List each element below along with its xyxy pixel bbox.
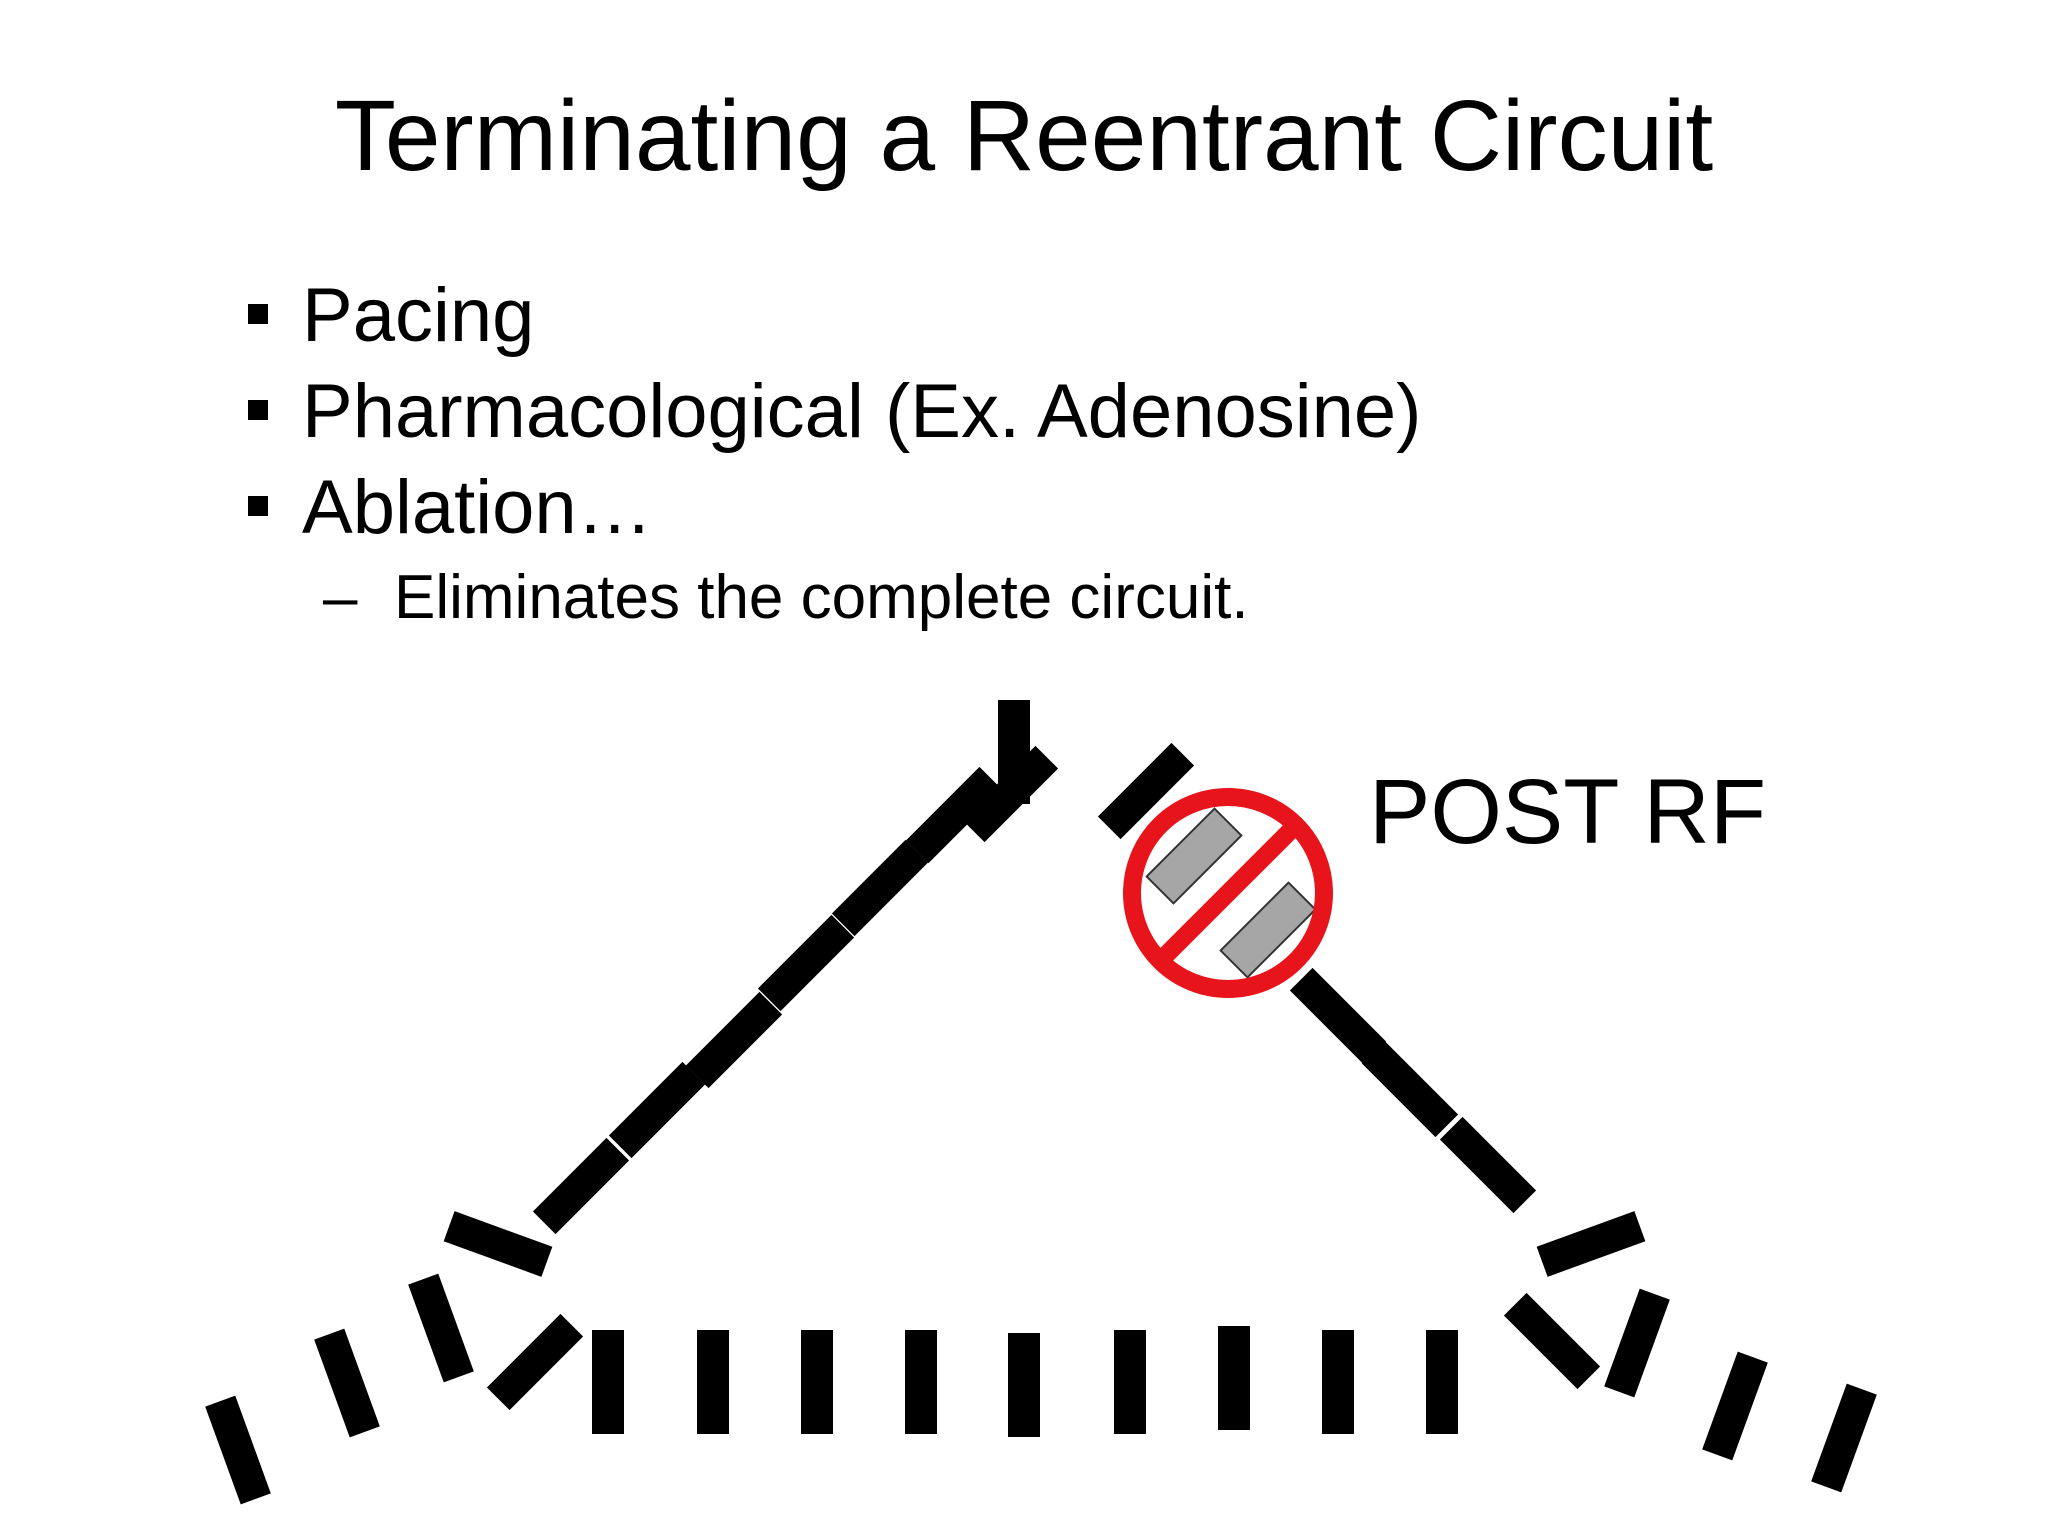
- prohibition-ring: [1123, 788, 1333, 998]
- sub-bullet-item: – Eliminates the complete circuit.: [240, 556, 1421, 640]
- circuit-segment: [1439, 1116, 1537, 1214]
- sub-bullet-label: Eliminates the complete circuit.: [394, 563, 1249, 632]
- circuit-segment: [1426, 1330, 1458, 1434]
- circuit-segment: [408, 1273, 474, 1383]
- circuit-segment: [905, 1330, 937, 1434]
- slide-title: Terminating a Reentrant Circuit: [334, 80, 1714, 192]
- ablated-segment: [1145, 807, 1243, 905]
- circuit-segment: [532, 1137, 630, 1235]
- circuit-segment: [905, 766, 1003, 864]
- circuit-segment: [608, 1061, 706, 1159]
- circuit-segment: [1536, 1211, 1646, 1277]
- circuit-segment: [801, 1330, 833, 1434]
- circuit-segment: [314, 1328, 380, 1438]
- circuit-segment: [1811, 1383, 1877, 1493]
- circuit-segment: [1503, 1292, 1601, 1390]
- circuit-segment: [961, 745, 1059, 843]
- circuit-segment: [1008, 1333, 1040, 1437]
- post-rf-annotation: POST RF: [1369, 761, 1766, 863]
- square-bullet-icon: [248, 304, 268, 324]
- circuit-segment: [205, 1395, 271, 1505]
- bullet-list: Pacing Pharmacological (Ex. Adenosine) A…: [240, 268, 1421, 640]
- circuit-segment: [1097, 742, 1195, 840]
- prohibition-slash: [1153, 818, 1303, 968]
- ablated-segments: [1145, 807, 1317, 979]
- circuit-segment: [1604, 1288, 1670, 1398]
- circuit-segment: [757, 914, 855, 1012]
- circuit-segment: [685, 991, 783, 1089]
- bullet-label: Pharmacological (Ex. Adenosine): [302, 369, 1422, 454]
- circuit-segment: [443, 1211, 553, 1277]
- square-bullet-icon: [248, 496, 268, 516]
- circuit-segment: [592, 1330, 624, 1434]
- circuit-segment: [1322, 1330, 1354, 1434]
- square-bullet-icon: [248, 400, 268, 420]
- dash-marker: –: [323, 563, 358, 632]
- bullet-item-ablation: Ablation…: [240, 460, 1421, 556]
- bullet-item-pacing: Pacing: [240, 268, 1421, 364]
- circuit-segment: [1218, 1326, 1250, 1430]
- circuit-segment: [1702, 1351, 1768, 1461]
- circuit-segment: [1114, 1330, 1146, 1434]
- circuit-segment: [1289, 967, 1387, 1065]
- bullet-item-pharmacological: Pharmacological (Ex. Adenosine): [240, 364, 1421, 460]
- circuit-segment: [831, 839, 929, 937]
- bullet-label: Pacing: [302, 273, 535, 358]
- circuit-segment: [486, 1313, 584, 1411]
- prohibition-sign-icon: [1123, 788, 1333, 998]
- circuit-segment: [1361, 1040, 1459, 1138]
- bullet-label: Ablation…: [302, 465, 653, 550]
- circuit-segments: [205, 700, 1877, 1505]
- ablated-segment: [1219, 881, 1317, 979]
- circuit-segment: [697, 1330, 729, 1434]
